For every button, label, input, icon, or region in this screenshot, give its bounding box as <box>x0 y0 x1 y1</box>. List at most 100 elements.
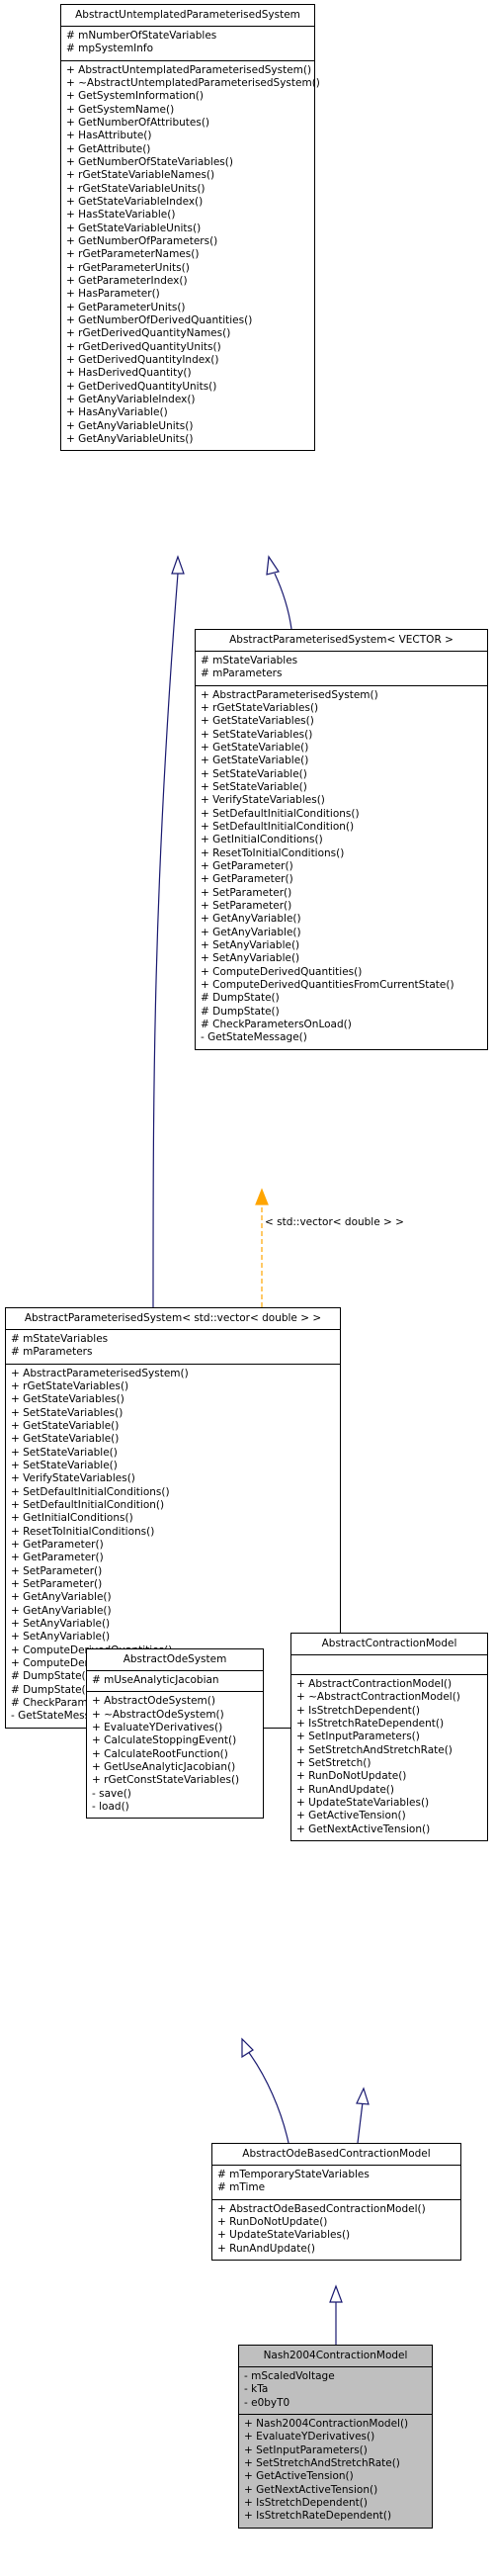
method-item: - GetStateMessage() <box>201 1031 307 1044</box>
class-title[interactable]: AbstractOdeBasedContractionModel <box>242 2148 431 2160</box>
attributes-compartment: # mStateVariables# mParameters <box>196 651 487 685</box>
method-item: + GetDerivedQuantityIndex() <box>66 353 219 366</box>
method-item: + HasParameter() <box>66 288 160 301</box>
method-item: + GetDerivedQuantityUnits() <box>66 380 217 393</box>
method-item: + IsStretchRateDependent() <box>296 1717 445 1730</box>
edge-vector-to-untemplated <box>274 573 292 630</box>
methods-compartment: + AbstractParameterisedSystem()+ rGetSta… <box>196 684 487 1049</box>
method-item: + SetDefaultInitialConditions() <box>11 1485 170 1498</box>
method-item: + ResetToInitialConditions() <box>11 1525 155 1538</box>
method-item: + SetAnyVariable() <box>11 1631 111 1643</box>
attribute-item: # mNumberOfStateVariables <box>66 30 217 42</box>
method-item: + SetInputParameters() <box>296 1731 420 1743</box>
method-item: + CalculateStoppingEvent() <box>92 1734 237 1747</box>
method-item: + SetDefaultInitialCondition() <box>201 820 355 833</box>
edge-arrowhead <box>255 1188 269 1205</box>
method-item: # DumpState() <box>11 1670 90 1683</box>
method-item: + SetDefaultInitialCondition() <box>11 1498 165 1511</box>
method-item: + GetStateVariable() <box>201 755 309 767</box>
method-item: + RunAndUpdate() <box>217 2242 315 2255</box>
method-item: # DumpState() <box>11 1683 90 1696</box>
methods-compartment: + Nash2004ContractionModel()+ EvaluateYD… <box>239 2413 432 2528</box>
method-item: + GetAnyVariable() <box>11 1604 112 1617</box>
method-item: + AbstractContractionModel() <box>296 1678 453 1690</box>
class-title[interactable]: Nash2004ContractionModel <box>263 2350 408 2361</box>
method-item: + GetStateVariables() <box>201 715 314 728</box>
method-item: + SetStretchAndStretchRate() <box>244 2456 400 2469</box>
method-item: + SetParameter() <box>11 1564 103 1577</box>
method-item: + ~AbstractOdeSystem() <box>92 1708 224 1721</box>
method-item: + AbstractParameterisedSystem() <box>201 688 378 701</box>
attribute-item: # mTemporaryStateVariables <box>217 2169 370 2180</box>
method-item: + rGetParameterNames() <box>66 248 200 261</box>
method-item: + GetNextActiveTension() <box>244 2483 378 2496</box>
class-abstract-ode-based-contraction-model[interactable]: AbstractOdeBasedContractionModel # mTempo… <box>211 2143 461 2261</box>
method-item: + HasDerivedQuantity() <box>66 367 192 380</box>
attribute-item: # mTime <box>217 2181 266 2194</box>
method-item: # DumpState() <box>201 1005 280 1018</box>
class-title[interactable]: AbstractContractionModel <box>321 1638 457 1649</box>
method-item: + RunDoNotUpdate() <box>217 2215 328 2228</box>
edge-arrowhead <box>171 555 185 575</box>
method-item: + ~AbstractUntemplatedParameterisedSyste… <box>66 76 320 89</box>
method-item: + IsStretchDependent() <box>244 2496 368 2509</box>
attribute-item: # mpSystemInfo <box>66 43 154 55</box>
class-title[interactable]: AbstractUntemplatedParameterisedSystem <box>75 9 300 21</box>
method-item: + rGetDerivedQuantityUnits() <box>66 340 221 353</box>
method-item: + SetAnyVariable() <box>11 1617 111 1630</box>
class-abstract-ode-system[interactable]: AbstractOdeSystem# mUseAnalyticJacobian+… <box>86 1648 264 1820</box>
methods-compartment: + AbstractContractionModel()+ ~AbstractC… <box>291 1674 487 1840</box>
class-title[interactable]: AbstractParameterisedSystem< VECTOR > <box>229 634 454 646</box>
methods-compartment: + AbstractOdeSystem()+ ~AbstractOdeSyste… <box>87 1691 263 1818</box>
method-item: # CheckParametersOnLoad() <box>201 1018 352 1030</box>
attributes-compartment: # mStateVariables# mParameters <box>6 1329 340 1364</box>
attributes-compartment: # mUseAnalyticJacobian <box>87 1670 263 1691</box>
method-item: + EvaluateYDerivatives() <box>92 1721 223 1733</box>
method-item: + AbstractParameterisedSystem() <box>11 1367 189 1379</box>
class-title[interactable]: AbstractOdeSystem <box>123 1653 227 1665</box>
method-item: + rGetStateVariables() <box>11 1379 129 1392</box>
class-abstract-untemplated-parameterised-system[interactable]: AbstractUntemplatedParameterisedSystem # … <box>60 4 320 452</box>
method-item: + UpdateStateVariables() <box>296 1796 430 1809</box>
method-item: + SetAnyVariable() <box>201 938 300 951</box>
class-nash2004-contraction-model[interactable]: Nash2004ContractionModel - mScaledVoltage… <box>238 2345 433 2529</box>
method-item: + ~AbstractContractionModel() <box>296 1691 460 1704</box>
method-item: + ComputeDerivedQuantitiesFromCurrentSta… <box>201 978 454 991</box>
method-item: + SetStateVariable() <box>11 1459 118 1471</box>
method-item: + GetParameterIndex() <box>66 274 188 287</box>
method-item: + SetStateVariable() <box>201 780 307 793</box>
method-item: + GetParameterUnits() <box>66 301 186 313</box>
method-item: + Nash2004ContractionModel() <box>244 2417 409 2430</box>
method-item: + GetParameter() <box>11 1538 104 1551</box>
class-abstract-contraction-model[interactable]: AbstractContractionModel + AbstractContra… <box>290 1633 488 1841</box>
edge-arrowhead <box>266 555 280 576</box>
method-item: + SetParameter() <box>11 1577 103 1590</box>
method-item: + GetStateVariable() <box>11 1419 120 1432</box>
attribute-item: # mStateVariables <box>201 655 298 666</box>
method-item: + GetAnyVariable() <box>11 1591 112 1604</box>
method-item: + GetAnyVariable() <box>201 913 301 926</box>
method-item: + VerifyStateVariables() <box>11 1472 135 1485</box>
method-item: + SetStretch() <box>296 1756 371 1769</box>
method-item: + GetActiveTension() <box>244 2470 354 2483</box>
method-item: + rGetStateVariableNames() <box>66 169 215 182</box>
method-item: - save() <box>92 1787 131 1800</box>
method-item: + GetNumberOfDerivedQuantities() <box>66 313 253 326</box>
method-item: + GetParameter() <box>201 873 293 886</box>
method-item: + SetDefaultInitialConditions() <box>201 807 360 820</box>
method-item: - load() <box>92 1800 129 1813</box>
method-item: + CalculateRootFunction() <box>92 1747 228 1760</box>
method-item: + rGetDerivedQuantityNames() <box>66 327 231 340</box>
method-item: + GetInitialConditions() <box>11 1512 133 1525</box>
attribute-item: # mParameters <box>11 1346 93 1359</box>
attribute-item: - mScaledVoltage <box>244 2370 335 2382</box>
method-item: + GetSystemInformation() <box>66 90 204 103</box>
methods-compartment: + AbstractOdeBasedContractionModel()+ Ru… <box>212 2198 460 2260</box>
class-title[interactable]: AbstractParameterisedSystem< std::vector… <box>24 1312 322 1324</box>
class-abstract-parameterised-system-vector[interactable]: AbstractParameterisedSystem< VECTOR > # m… <box>195 629 488 1050</box>
method-item: + GetNumberOfStateVariables() <box>66 155 233 168</box>
method-item: + GetAnyVariable() <box>201 926 301 938</box>
method-item: + GetAnyVariableUnits() <box>66 432 194 445</box>
attribute-item: # mParameters <box>201 667 283 680</box>
edge-arrowhead <box>241 2037 254 2059</box>
